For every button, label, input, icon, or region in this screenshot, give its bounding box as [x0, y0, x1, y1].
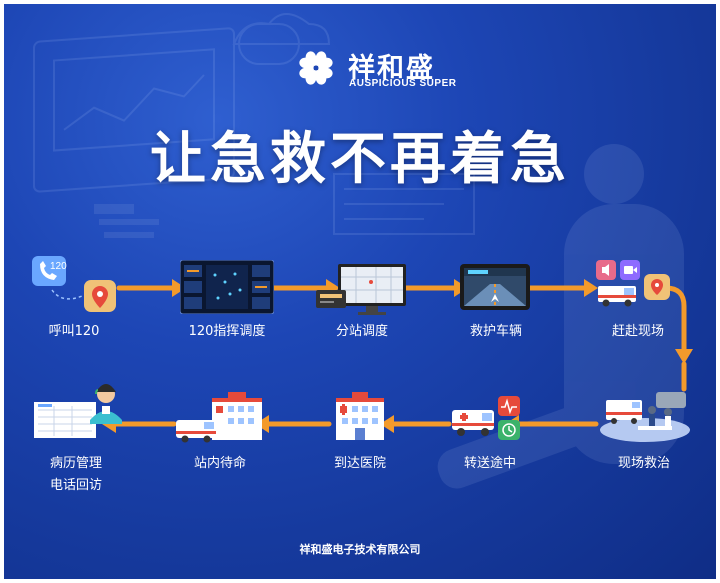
step-label-120-dispatch: 120指挥调度 [188, 324, 266, 339]
company-name: 祥和盛电子技术有限公司 [299, 543, 421, 556]
rescue-scene-icon [600, 392, 690, 442]
brand-name-cn: 祥和盛 [348, 53, 435, 84]
background-decoration [33, 13, 684, 489]
step-label-in-transit: 转送途中 [463, 456, 516, 471]
dashboard-screen-icon [180, 260, 274, 314]
monitor-map-icon [316, 264, 406, 315]
four-leaf-clover-icon [299, 51, 333, 85]
step-label-records: 病历管理 [49, 456, 102, 471]
records-doctor-icon [34, 384, 122, 438]
poster: 祥和盛 AUSPICIOUS SUPER 让急救不再着急 [4, 4, 716, 579]
hospital-icon [336, 392, 384, 440]
brand-logo: 祥和盛 AUSPICIOUS SUPER [4, 42, 716, 96]
phone-location-icon: 120 [32, 256, 116, 312]
step-label-ambulance: 救护车辆 [469, 324, 522, 339]
ambulance-monitor-icon [452, 396, 520, 440]
step-label-phone-followup: 电话回访 [49, 478, 102, 493]
flow-arrows [102, 279, 693, 433]
ambulance-location-icon [596, 260, 670, 307]
step-label-arrive-hospital: 到达医院 [333, 456, 386, 471]
tablet-navigation-icon [460, 264, 530, 310]
step-label-substation-dispatch: 分站调度 [335, 324, 388, 339]
step-label-on-site-treatment: 现场救治 [617, 456, 670, 471]
headline: 让急救不再着急 [150, 127, 570, 192]
step-label-call-120: 呼叫120 [48, 324, 100, 339]
step-label-rush-to-scene: 赶赴现场 [611, 324, 664, 339]
ambulance-hospital-icon [176, 392, 262, 443]
step-label-station-standby: 站内待命 [193, 456, 246, 471]
brand-name-en: AUSPICIOUS SUPER [349, 78, 457, 89]
call-badge: 120 [50, 261, 67, 272]
